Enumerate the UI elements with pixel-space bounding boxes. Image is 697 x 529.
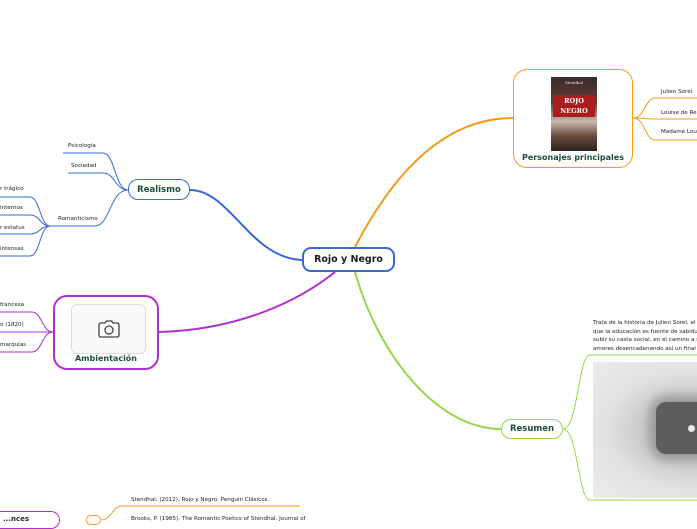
resumen-text[interactable]: Trata de la historia de Julien Sorel, el…	[593, 320, 697, 353]
realismo-node[interactable]: Realismo	[128, 179, 190, 200]
link-amb-1	[0, 311, 54, 333]
link-central-personajes	[354, 117, 514, 248]
ambientacion-child-2[interactable]: o (1820)	[0, 322, 24, 328]
romanticismo-child-2[interactable]: internos	[0, 205, 23, 211]
link-realismo-psicologia	[63, 152, 129, 191]
personaje-1[interactable]: Julien Sorel	[661, 89, 693, 95]
link-central-realismo	[189, 189, 303, 261]
link-resumen-text	[562, 354, 697, 430]
image-placeholder[interactable]	[71, 304, 146, 354]
romanticismo-label[interactable]: Romanticismo	[58, 216, 98, 222]
personajes-title: Personajes principales	[522, 153, 624, 162]
romanticismo-child-1[interactable]: r trágico	[0, 186, 24, 192]
ambientacion-child-3[interactable]: marquías	[0, 342, 27, 348]
referencia-1[interactable]: Stendhal. (2012). Rojo y Negro. Penguin …	[131, 497, 270, 503]
link-amb-3	[0, 331, 54, 353]
camera-icon	[97, 320, 120, 338]
link-realismo-sociedad	[68, 172, 129, 191]
ambientacion-child-1[interactable]: francesa	[0, 302, 25, 308]
link-central-ambientacion	[158, 271, 336, 333]
link-rom-2	[0, 214, 51, 227]
romanticismo-child-4[interactable]: intensas	[0, 246, 24, 252]
ambientacion-node[interactable]: Ambientación	[53, 295, 159, 370]
referencias-collapse-node[interactable]	[86, 515, 101, 525]
referencias-node[interactable]: ...nces	[0, 511, 60, 529]
link-personajes-3	[632, 117, 697, 141]
link-rom-4	[0, 225, 51, 257]
link-realismo-romanticismo	[50, 189, 129, 227]
link-ref-1	[100, 505, 300, 520]
link-central-resumen	[354, 271, 502, 430]
personaje-2[interactable]: Louise de Re	[661, 110, 697, 116]
link-rom-3	[0, 225, 51, 235]
sociedad-label[interactable]: Sociedad	[71, 163, 97, 169]
personaje-3[interactable]: Madame Lou	[661, 129, 697, 135]
link-resumen-image	[562, 428, 697, 501]
romanticismo-child-3[interactable]: r estatus	[0, 225, 25, 231]
psicologia-label[interactable]: Psicología	[68, 143, 96, 149]
referencia-2[interactable]: Brooks, P. (1985). The Romantic Poetics …	[131, 516, 306, 522]
link-rom-1	[0, 196, 51, 227]
link-personajes-1	[632, 97, 697, 119]
ambientacion-title: Ambientación	[74, 354, 137, 363]
central-topic[interactable]: Rojo y Negro	[302, 247, 395, 272]
link-personajes-2	[632, 117, 697, 120]
resumen-image[interactable]	[593, 362, 697, 498]
resumen-node[interactable]: Resumen	[501, 419, 563, 439]
